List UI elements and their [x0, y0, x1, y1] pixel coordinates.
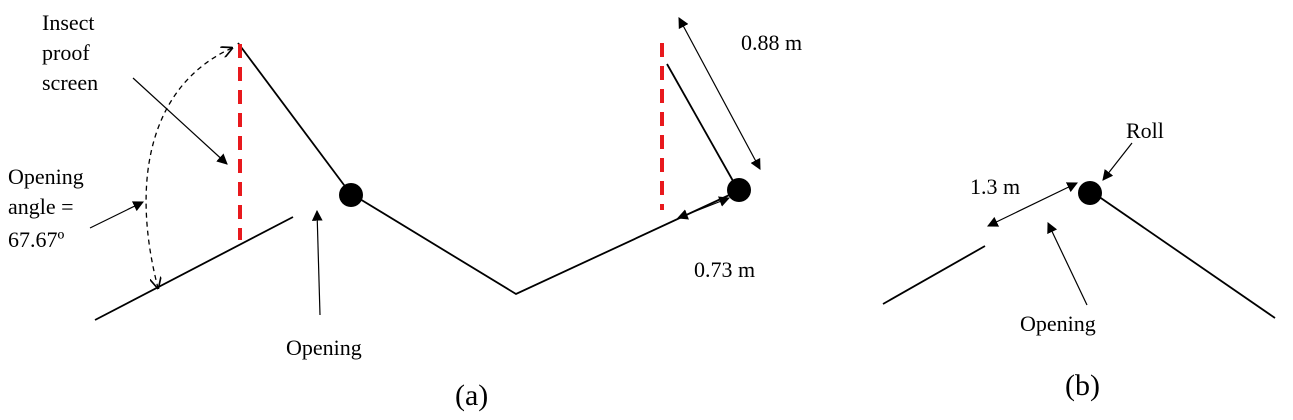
roof-right-segment-b [1094, 193, 1276, 319]
label-opening-angle-2: angle = [8, 194, 74, 219]
roll-b [1078, 181, 1102, 205]
label-screen: screen [42, 70, 98, 95]
label-insect: Insect [42, 10, 95, 35]
roof-valley [349, 190, 739, 296]
caption-b: (b) [1065, 369, 1100, 402]
label-opening-angle-3: 67.67º [8, 227, 65, 252]
caption-a: (a) [455, 379, 488, 412]
vent-flap-open [237, 42, 351, 194]
opening-pointer-arrow-b [1047, 222, 1088, 306]
dimension-073-arrow [676, 196, 731, 220]
panel-b: Roll 1.3 m Opening (b) [882, 118, 1276, 402]
label-opening-b: Opening [1020, 311, 1096, 336]
hinge-roll-right [727, 178, 751, 202]
label-opening-angle-1: Opening [8, 164, 84, 189]
roof-left-segment-b [882, 245, 986, 305]
label-opening-a: Opening [286, 335, 362, 360]
opening-angle-arc [145, 48, 232, 288]
roll-pointer-arrow [1102, 142, 1133, 181]
opening-pointer-arrow [311, 209, 323, 316]
label-13: 1.3 m [970, 174, 1020, 199]
label-proof: proof [42, 40, 90, 65]
angle-pointer-arrow [89, 201, 144, 229]
screen-pointer-arrow [132, 77, 228, 165]
roof-left-slope [94, 216, 294, 321]
dimension-088-arrow [678, 17, 761, 170]
vent-flap-closed [666, 63, 738, 189]
hinge-roll-left [339, 183, 363, 207]
label-roll: Roll [1126, 118, 1164, 143]
dimension-13-arrow [987, 182, 1078, 227]
label-073: 0.73 m [694, 257, 755, 282]
panel-a: Insect proof screen Opening angle = 67.6… [8, 10, 802, 412]
label-088: 0.88 m [741, 30, 802, 55]
